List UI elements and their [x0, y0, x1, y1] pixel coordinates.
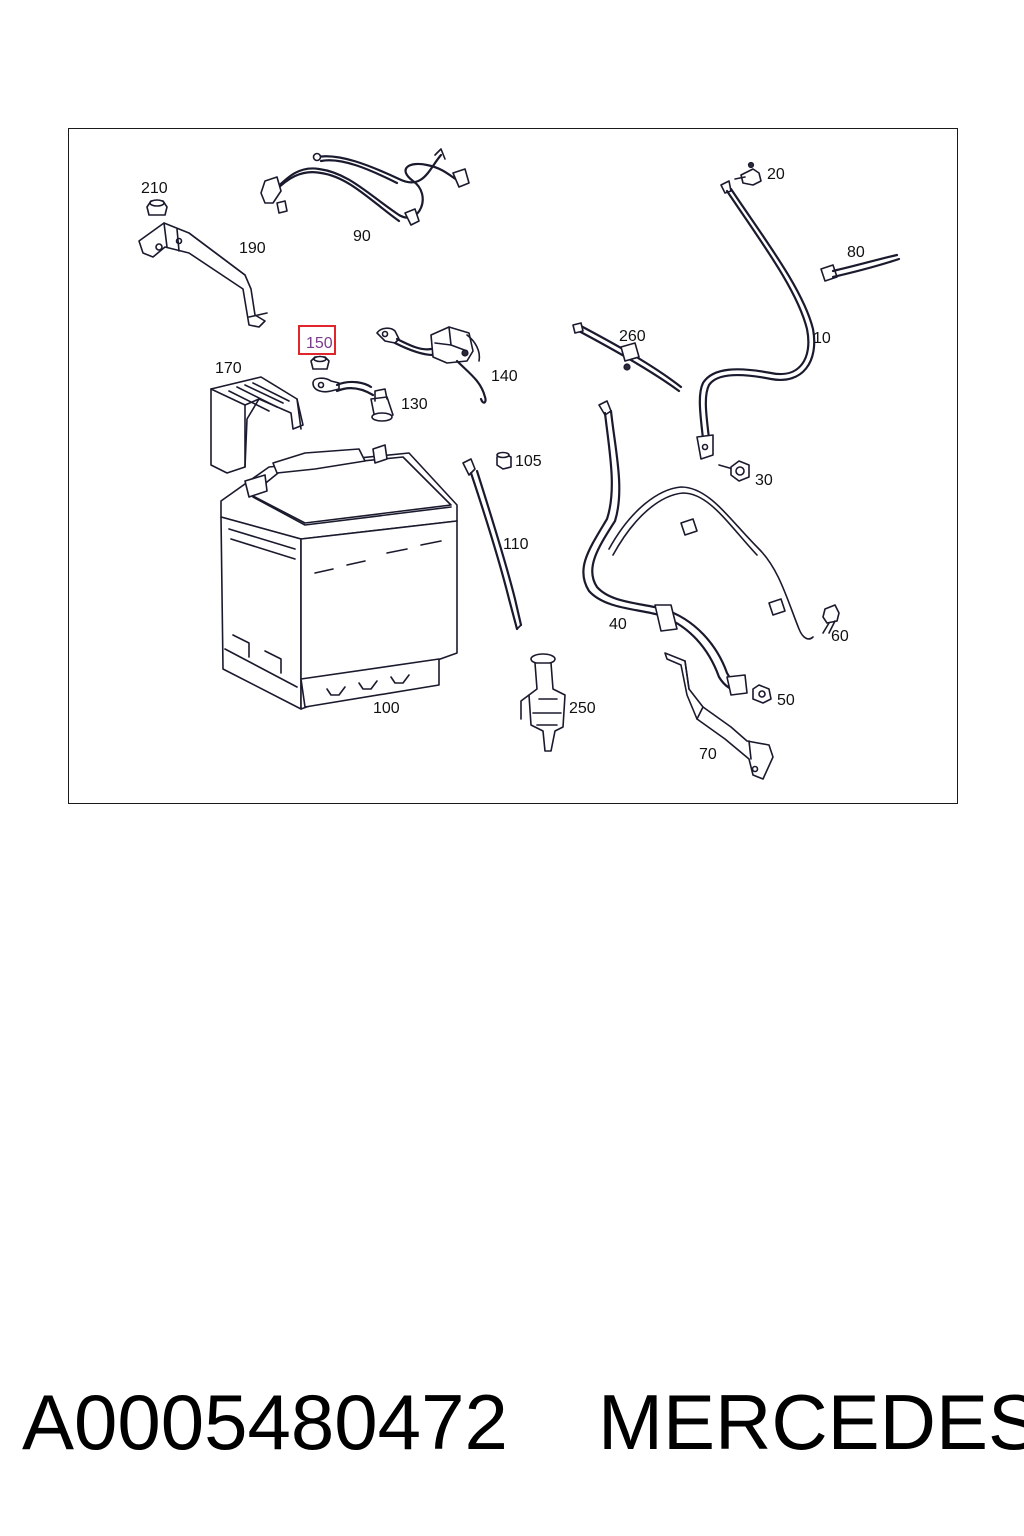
part-170-cover[interactable] [210, 376, 304, 474]
label-20[interactable]: 20 [767, 166, 785, 183]
brand-name: MERCEDES [598, 1378, 1024, 1466]
part-90-wiring-harness[interactable] [260, 148, 470, 226]
label-140[interactable]: 140 [491, 368, 518, 385]
part-140-cable-fusebox[interactable] [376, 326, 487, 404]
label-190[interactable]: 190 [239, 240, 266, 257]
part-20-bolt[interactable] [734, 161, 762, 186]
label-150[interactable]: 150 [306, 335, 333, 352]
label-105[interactable]: 105 [515, 453, 542, 470]
label-30[interactable]: 30 [755, 472, 773, 489]
part-60-bolt[interactable] [822, 604, 840, 634]
label-80[interactable]: 80 [847, 244, 865, 261]
part-190-bracket[interactable] [138, 222, 268, 328]
part-number: A0005480472 [22, 1378, 508, 1466]
part-30-bolt[interactable] [718, 460, 750, 482]
part-80-cable-tie[interactable] [820, 253, 901, 282]
label-40[interactable]: 40 [609, 616, 627, 633]
footer: A0005480472 MERCEDES [0, 1372, 1024, 1472]
part-210-nut[interactable] [146, 199, 168, 216]
label-260[interactable]: 260 [619, 328, 646, 345]
label-10[interactable]: 10 [813, 330, 831, 347]
label-210[interactable]: 210 [141, 180, 168, 197]
part-260-tie-holder[interactable] [572, 322, 683, 393]
label-170[interactable]: 170 [215, 360, 242, 377]
part-50-nut[interactable] [752, 684, 772, 704]
part-250-clip-holder[interactable] [520, 653, 566, 752]
label-90[interactable]: 90 [353, 228, 371, 245]
label-60[interactable]: 60 [831, 628, 849, 645]
part-70-bracket[interactable] [664, 652, 774, 780]
label-110[interactable]: 110 [503, 536, 529, 553]
part-130-cable-terminal[interactable] [312, 377, 394, 422]
parts-diagram-frame: 210 190 90 150 [68, 128, 958, 804]
label-70[interactable]: 70 [699, 746, 717, 763]
parts-diagram: 210 190 90 150 [138, 148, 901, 780]
part-150-nut[interactable] [310, 355, 330, 370]
part-105-cap[interactable] [496, 451, 512, 470]
part-40-main-cable[interactable] [582, 400, 814, 696]
part-110-strap[interactable] [462, 458, 523, 631]
label-50[interactable]: 50 [777, 692, 795, 709]
label-250[interactable]: 250 [569, 700, 596, 717]
label-130[interactable]: 130 [401, 396, 428, 413]
part-10-battery-cable[interactable] [696, 180, 816, 460]
highlight-box-150 [298, 325, 336, 355]
part-100-battery[interactable] [220, 444, 458, 710]
label-100[interactable]: 100 [373, 700, 400, 717]
